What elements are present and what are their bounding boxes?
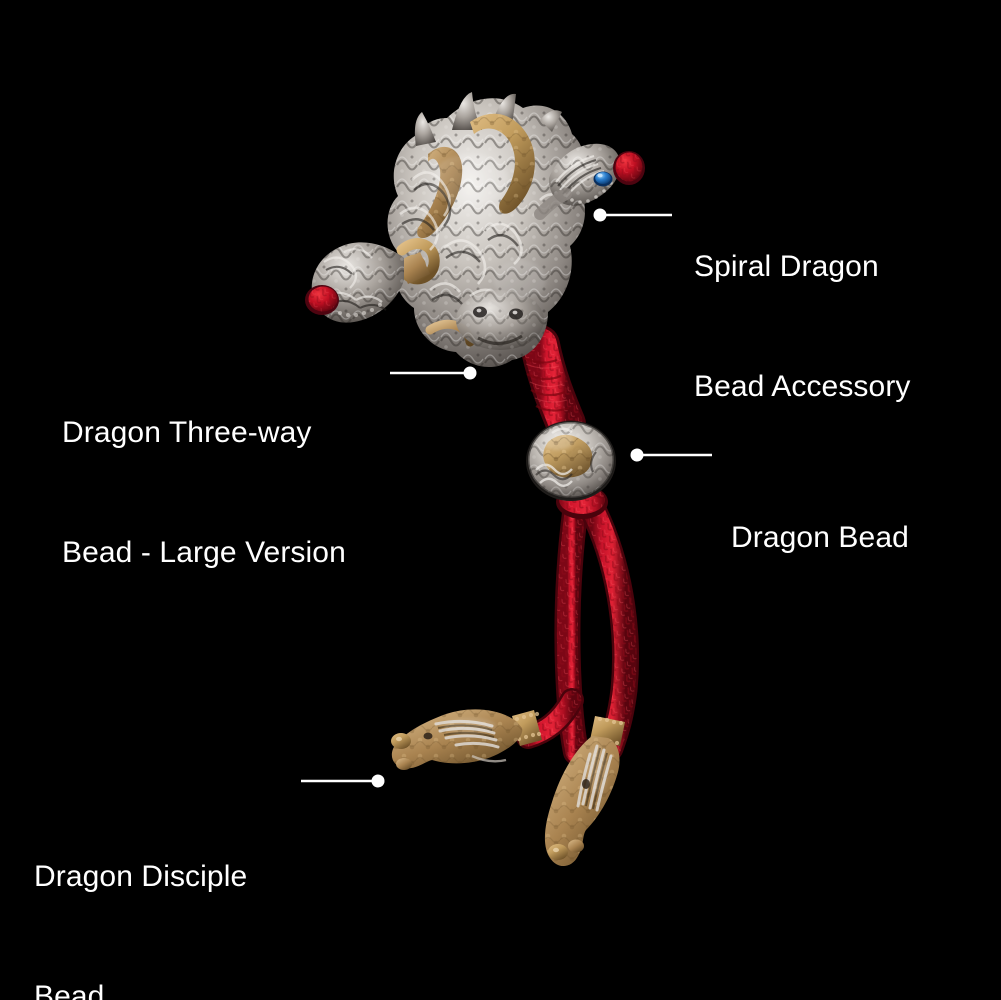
dragon-face-lower [456,290,544,350]
dragon-disciple-bead-right [544,716,625,867]
label-line-1: Dragon Disciple [34,860,248,893]
left-dragon-head-bead [305,242,430,323]
dragon-disciple-bead-left [391,709,542,770]
dragon-three-way-bead-large [387,92,585,367]
label-line-1: Dragon Three-way [62,416,312,449]
spiral-dragon-bead-accessory [534,143,645,220]
label-dragon-disciple-bead: Dragon Disciple Bead [34,777,247,1000]
dragon-bead [526,420,616,501]
gold-collar-left [398,252,430,284]
label-line-2: Bead - Large Version [62,536,346,569]
label-line-1: Dragon Bead [731,521,909,554]
red-cord-mid-segment [520,325,586,444]
label-line-2: Bead [34,980,105,1000]
label-dragon-three-way-bead-large: Dragon Three-way Bead - Large Version [62,333,346,653]
label-dragon-bead: Dragon Bead [731,438,909,638]
label-line-2: Bead Accessory [694,370,911,403]
red-cord-lower-loops [516,492,639,765]
blue-gemstone [593,171,613,187]
label-spiral-dragon-bead-accessory: Spiral Dragon Bead Accessory [694,167,911,487]
label-line-1: Spiral Dragon [694,250,879,283]
